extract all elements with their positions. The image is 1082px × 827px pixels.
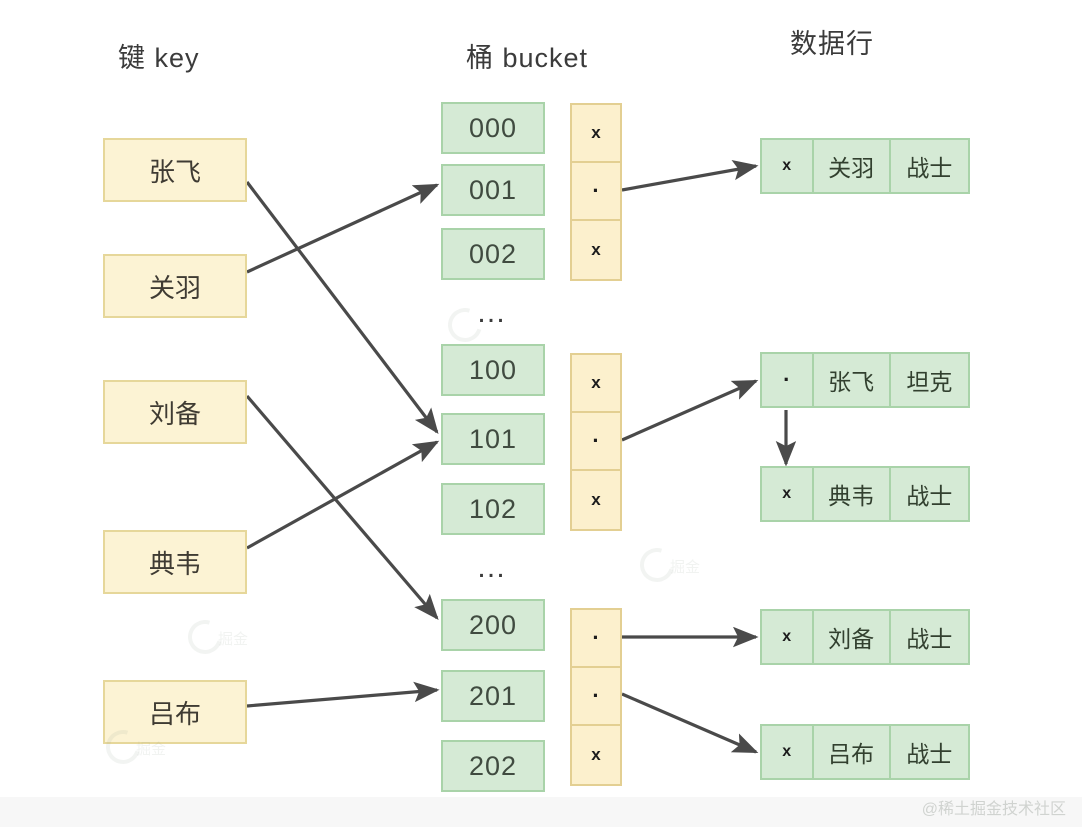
bucket-label: 102 xyxy=(468,493,518,524)
data-row-pointer: x xyxy=(762,140,814,192)
key-label: 刘备 xyxy=(148,398,201,429)
key-label: 关羽 xyxy=(148,272,201,303)
header-rows: 数据行 xyxy=(790,29,874,59)
pointer-cell-000[interactable]: x xyxy=(572,105,620,163)
data-row-zhangfei[interactable]: · 张飞 坦克 xyxy=(760,352,970,408)
key-box-lvbu[interactable]: 吕布 xyxy=(103,680,247,744)
bucket-separator-2: … xyxy=(476,551,510,584)
data-row-dianwei[interactable]: x 典韦 战士 xyxy=(760,466,970,522)
data-row-name: 吕布 xyxy=(814,726,891,778)
data-row-role: 战士 xyxy=(906,741,953,767)
bucket-box-002[interactable]: 002 xyxy=(441,228,545,280)
bucket-label: 200 xyxy=(468,609,518,640)
bucket-label: 000 xyxy=(468,112,518,143)
data-row-pointer: · xyxy=(762,354,814,406)
watermark-tile: 掘金 xyxy=(670,559,701,576)
bucket-box-200[interactable]: 200 xyxy=(441,599,545,651)
bottom-bar xyxy=(0,797,1082,827)
arrow-zhangfei-to-101 xyxy=(245,181,439,435)
key-box-guanyu[interactable]: 关羽 xyxy=(103,254,247,318)
arrow-guanyu-to-001 xyxy=(246,183,440,274)
arrow-ptr101-to-row-zhangfei xyxy=(621,379,759,442)
bucket-separator-1: … xyxy=(476,296,510,329)
pointer-column-group-1: x · x xyxy=(570,103,622,281)
header-buckets: 桶 bucket xyxy=(466,43,589,73)
data-row-pointer: x xyxy=(762,611,814,663)
pointer-column-group-2: x · x xyxy=(570,353,622,531)
bucket-label: 002 xyxy=(468,238,518,269)
pointer-column-group-3: · · x xyxy=(570,608,622,786)
data-row-role: 战士 xyxy=(906,626,953,652)
key-box-zhangfei[interactable]: 张飞 xyxy=(103,138,247,202)
data-row-name: 典韦 xyxy=(814,468,891,520)
data-row-role: 坦克 xyxy=(906,369,953,395)
pointer-cell-101[interactable]: · xyxy=(572,413,620,471)
arrow-ptr201-to-row-lvbu xyxy=(621,692,759,754)
bucket-label: 001 xyxy=(468,174,518,205)
data-row-guanyu[interactable]: x 关羽 战士 xyxy=(760,138,970,194)
watermark-tile: 掘金 xyxy=(136,741,167,758)
data-row-pointer: x xyxy=(762,468,814,520)
bucket-box-102[interactable]: 102 xyxy=(441,483,545,535)
key-box-dianwei[interactable]: 典韦 xyxy=(103,530,247,594)
data-row-name: 张飞 xyxy=(814,354,891,406)
arrow-dianwei-to-101 xyxy=(246,440,440,550)
bucket-label: 100 xyxy=(468,354,518,385)
key-label: 张飞 xyxy=(148,156,201,187)
data-row-pointer: x xyxy=(762,726,814,778)
key-label: 典韦 xyxy=(148,548,201,579)
bucket-box-101[interactable]: 101 xyxy=(441,413,545,465)
pointer-cell-202[interactable]: x xyxy=(591,745,601,764)
data-row-lvbu[interactable]: x 吕布 战士 xyxy=(760,724,970,780)
pointer-cell-001[interactable]: · xyxy=(572,163,620,221)
pointer-cell-201[interactable]: · xyxy=(572,668,620,726)
key-label: 吕布 xyxy=(148,698,201,729)
watermark-credit: @稀土掘金技术社区 xyxy=(921,801,1066,818)
data-row-role: 战士 xyxy=(906,483,953,509)
pointer-cell-100[interactable]: x xyxy=(572,355,620,413)
key-box-liubei[interactable]: 刘备 xyxy=(103,380,247,444)
data-row-name: 刘备 xyxy=(814,611,891,663)
bucket-label: 101 xyxy=(468,423,518,454)
header-keys: 键 key xyxy=(118,43,200,73)
bucket-box-000[interactable]: 000 xyxy=(441,102,545,154)
pointer-cell-200[interactable]: · xyxy=(572,610,620,668)
bucket-box-202[interactable]: 202 xyxy=(441,740,545,792)
pointer-cell-002[interactable]: x xyxy=(591,240,601,259)
bucket-box-201[interactable]: 201 xyxy=(441,670,545,722)
data-row-name: 关羽 xyxy=(814,140,891,192)
bucket-label: 202 xyxy=(468,750,518,781)
arrow-liubei-to-200 xyxy=(245,394,439,620)
data-row-liubei[interactable]: x 刘备 战士 xyxy=(760,609,970,665)
watermark-tile: 掘金 xyxy=(218,631,249,648)
bucket-label: 201 xyxy=(468,680,518,711)
pointer-cell-102[interactable]: x xyxy=(591,490,601,509)
bucket-box-100[interactable]: 100 xyxy=(441,344,545,396)
arrow-lvbu-to-201 xyxy=(246,681,440,708)
bucket-box-001[interactable]: 001 xyxy=(441,164,545,216)
data-row-role: 战士 xyxy=(906,155,953,181)
arrow-ptr001-to-row-guanyu xyxy=(621,159,759,192)
